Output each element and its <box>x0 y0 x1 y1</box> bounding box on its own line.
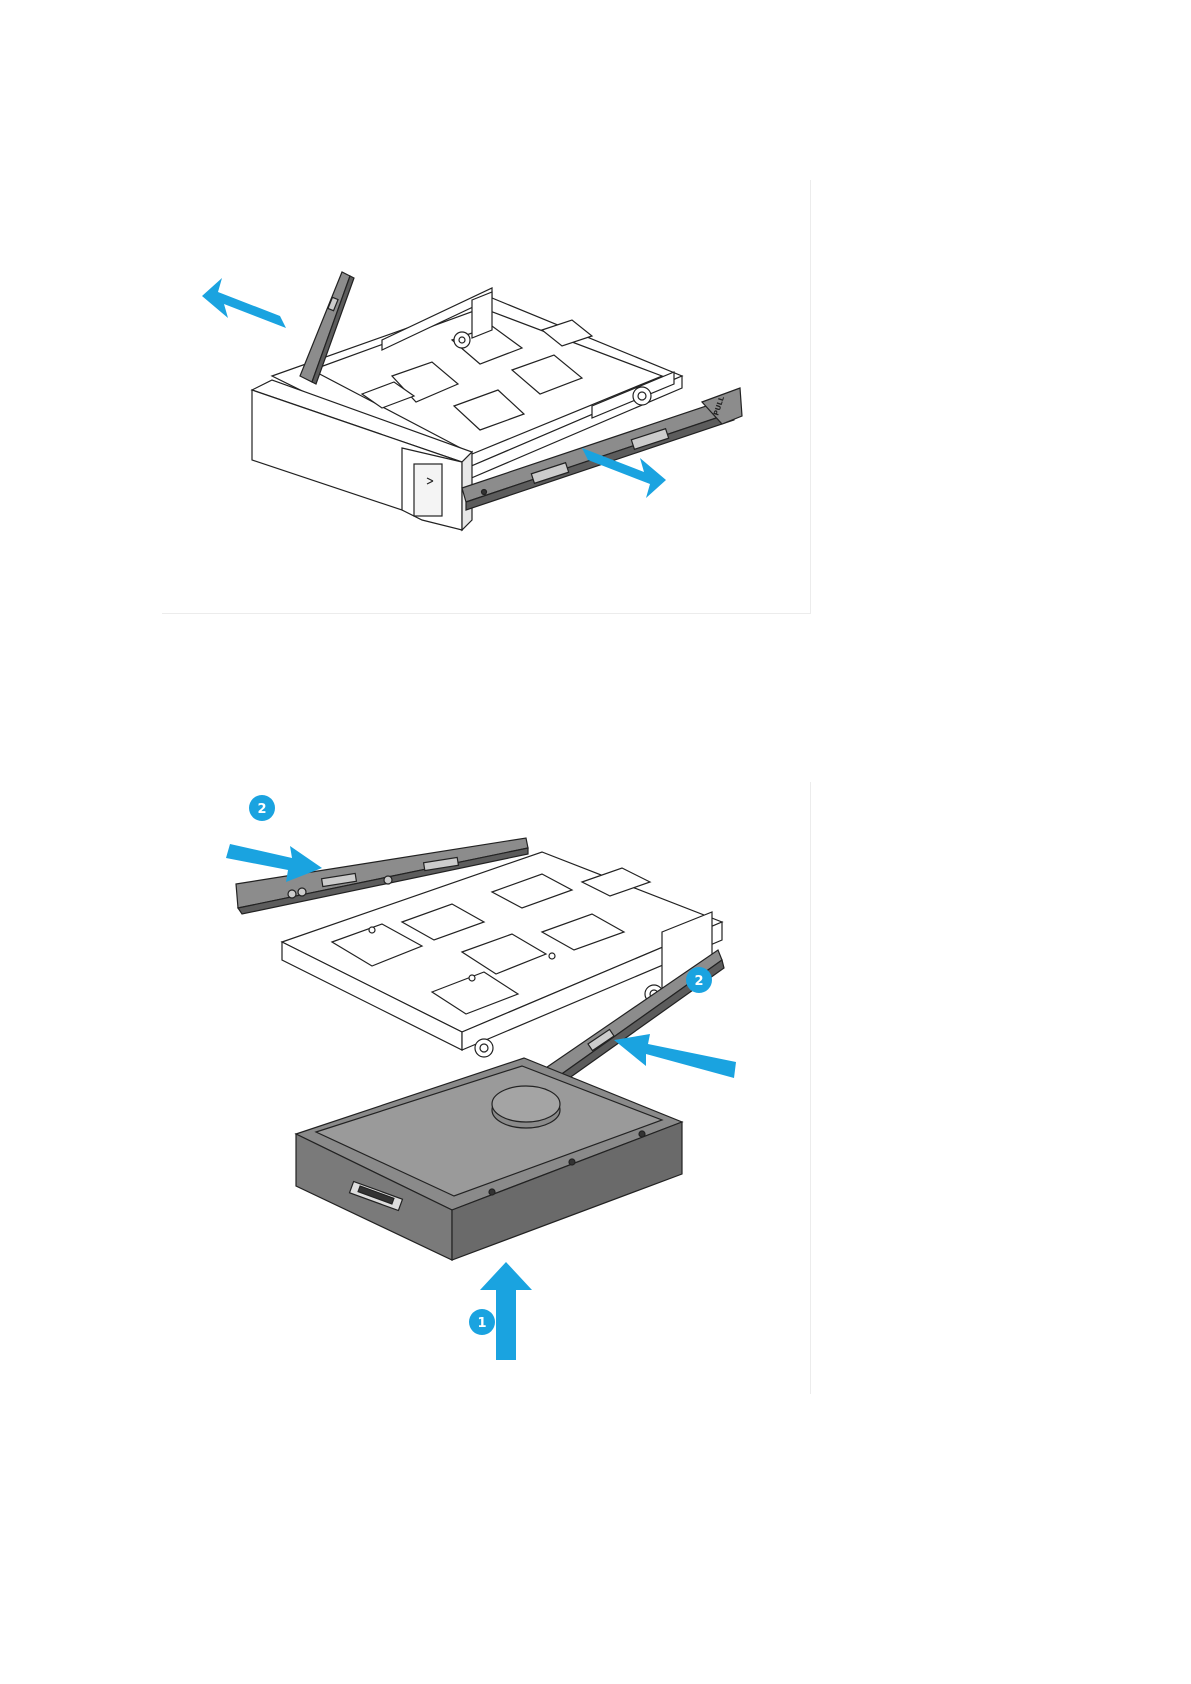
hard-drive <box>296 1058 682 1260</box>
figure-install-drive: 2 2 1 <box>162 782 810 1394</box>
step-badge-label: 2 <box>694 974 703 989</box>
figure-remove-tray-rails: PULL <box>162 180 810 614</box>
step-badge-2-left: 2 <box>249 795 275 821</box>
step-badge-label: 2 <box>257 802 266 817</box>
arrow-left-outward <box>202 278 286 328</box>
tray-rail-removal-illustration: PULL <box>162 180 810 614</box>
figure-2-border-right <box>810 782 811 1394</box>
step-badge-1: 1 <box>469 1309 495 1335</box>
drive-installation-illustration: 2 2 1 <box>162 782 810 1394</box>
arrow-right-rail-insert <box>614 1034 736 1078</box>
figure-1-border-right <box>810 180 811 614</box>
step-badge-label: 1 <box>477 1316 486 1331</box>
step-badge-2-right: 2 <box>686 967 712 993</box>
